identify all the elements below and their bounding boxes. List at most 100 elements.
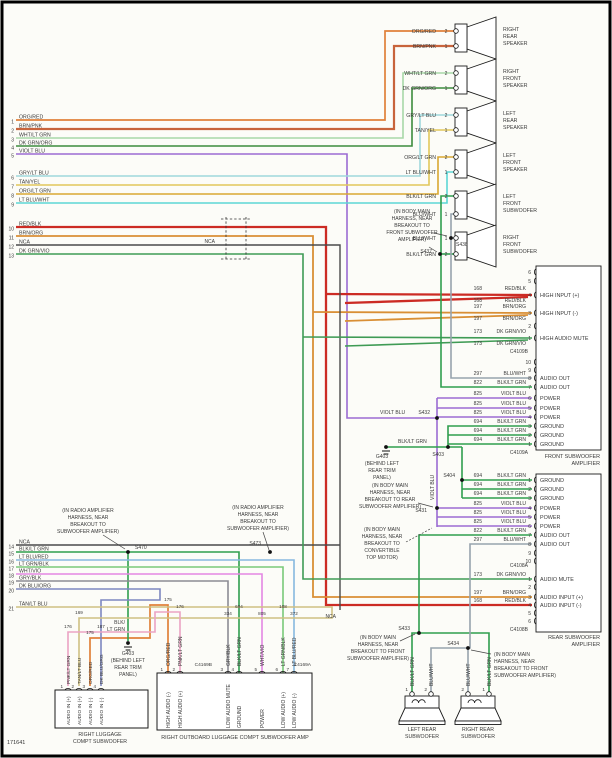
pin-number: 16: [8, 560, 14, 566]
right-luggage-compt-subwoofer-title: RIGHT LUGGAGE: [78, 732, 122, 738]
wire-violt-blu: [16, 153, 437, 419]
pin-number: 1: [445, 236, 448, 242]
leader-line: [433, 232, 448, 237]
wire-color-label: TAN/LT BLU: [77, 657, 83, 684]
pin-number: 10: [8, 227, 14, 233]
leader-line: [102, 534, 126, 550]
pin-number: 10: [525, 559, 531, 565]
subwoofer-terminal: [409, 691, 415, 697]
connector-label: C4169A: [294, 662, 312, 668]
pin-function: GROUND: [540, 478, 564, 484]
pin-function: AUDIO IN (+): [66, 696, 72, 725]
wire-color-label: DK GRN/VIO: [497, 341, 527, 347]
wire-color-label: TAN/YEL: [415, 128, 436, 134]
pin-function: GROUND: [540, 442, 564, 448]
wire-color-label: GRY/LT BLU: [19, 171, 49, 177]
pin-socket: [290, 671, 298, 674]
subwoofer-top: [460, 695, 496, 709]
pin-socket: [534, 593, 537, 601]
wire-note: NCA: [204, 239, 215, 245]
pin-number: 6: [528, 270, 531, 276]
wire-note: VIOLT BLU: [430, 475, 436, 500]
speaker-name: REAR: [503, 34, 518, 40]
wire-color-label: BLK/LT GRN: [497, 528, 526, 534]
wire-note: BLK/: [114, 620, 125, 626]
pin-socket: [534, 268, 537, 276]
front-subwoofer-amplifier-title: FRONT SUBWOOFER: [545, 454, 600, 460]
pin-number: 4: [11, 146, 14, 152]
speaker-name: LEFT: [503, 194, 517, 200]
harness-annotation: HARNESS, NEAR: [358, 642, 399, 648]
pin-number: 2: [461, 687, 464, 693]
wire-red-blk: [325, 292, 533, 297]
wire-color-label: BLK/LT GRN: [19, 547, 49, 553]
pin-number: 2: [11, 129, 14, 135]
wire-color-label: LT BLU/WHT: [406, 170, 437, 176]
speaker-name: SPEAKER: [503, 41, 528, 47]
speaker-terminal: [453, 169, 459, 175]
wire-color-label: WHT/LT GRN: [404, 71, 436, 77]
circuit-number: 297: [474, 537, 483, 543]
wire-color-label: ORG/RED: [19, 115, 43, 121]
pin-number: 2: [445, 71, 448, 77]
speaker-terminal: [453, 211, 459, 217]
splice-s473: [268, 550, 272, 554]
harness-annotation: HARNESS, NEAR: [362, 534, 403, 540]
harness-annotation: (IN BODY MAIN: [364, 527, 400, 533]
wire-color-label: GRY/BLK: [226, 644, 232, 666]
circuit-number: 168: [474, 598, 483, 604]
pin-function: AUDIO IN (-): [99, 697, 105, 725]
wire-color-label: WHT/VIO: [260, 645, 266, 666]
circuit-number: 822: [474, 380, 483, 386]
pin-socket: [534, 358, 537, 366]
wire-color-label: BLK/LT GRN: [497, 428, 526, 434]
pin-function: LOW AUDIO (-): [292, 693, 298, 728]
harness-annotation: (IN BODY MAIN: [494, 652, 530, 658]
subwoofer-cone: [398, 707, 446, 722]
pin-number: 4: [528, 293, 531, 299]
pin-number: 8: [11, 194, 14, 200]
pin-socket: [534, 522, 537, 530]
circuit-number: 173: [474, 341, 483, 347]
pin-number: 2: [528, 487, 531, 493]
harness-annotation: HARNESS, NEAR: [494, 659, 535, 665]
wire-color-label: BLK/LT GRN: [497, 419, 526, 425]
ground-label: G403: [376, 454, 388, 460]
harness-annotation: (IN BODY MAIN: [394, 209, 430, 215]
speaker-name: SPEAKER: [503, 167, 528, 173]
speaker-terminal: [453, 112, 459, 118]
wire-red-blk: [16, 225, 532, 607]
harness-annotation: (IN RADIO AMPLIFIER: [62, 508, 114, 514]
wire-color-label: PNK/LT GRN: [178, 636, 184, 666]
harness-annotation: (IN RADIO AMPLIFIER: [232, 505, 284, 511]
wire-color-label: BLU/WHT: [429, 664, 435, 687]
wire-blk-lt-grn: [419, 632, 490, 692]
pin-number: 1: [160, 667, 163, 672]
wire-color-label: ORG/RED: [166, 642, 172, 666]
pin-socket: [534, 617, 537, 625]
pin-function: AUDIO OUT: [540, 533, 571, 539]
speaker-terminal: [453, 193, 459, 199]
pin-number: 1: [445, 212, 448, 218]
pin-socket: [534, 322, 537, 330]
ground-label: G403: [122, 651, 134, 657]
pin-number: 5: [528, 406, 531, 412]
splice-label: S432: [418, 410, 430, 416]
wire-tan-lt-blu: [16, 606, 333, 686]
wire-color-label: BRN/ORG: [19, 231, 43, 237]
speaker-name: RIGHT: [503, 69, 520, 75]
pin-number: 21: [8, 607, 14, 613]
wire-color-label: ORG/LT GRN: [19, 189, 51, 195]
speaker-name: SPEAKER: [503, 83, 528, 89]
circuit-number: 694: [474, 491, 483, 497]
wire-gry-lt-blu: [16, 114, 455, 177]
right-outboard-luggage-compt-subwoofer-amp-box: [156, 672, 313, 731]
pin-number: 7: [528, 385, 531, 391]
pin-number: 5: [11, 154, 14, 160]
right-outboard-luggage-compt-subwoofer-amp-title: RIGHT OUTBOARD LUGGAGE COMPT SUBWOOFER A…: [161, 735, 309, 741]
circuit-number: 825: [474, 501, 483, 507]
pin-number: 5: [254, 667, 257, 672]
pin-number: 4: [528, 506, 531, 512]
pin-number: 12: [8, 245, 14, 251]
